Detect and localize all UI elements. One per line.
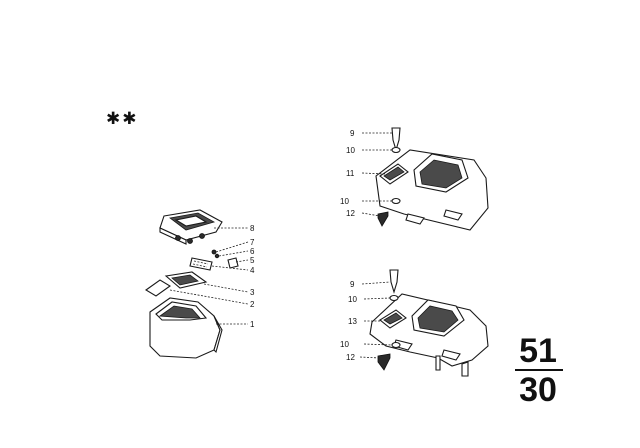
label-13: 13	[348, 317, 357, 326]
label-3: 3	[250, 288, 255, 297]
part-10-washer-b-lower	[391, 341, 401, 349]
label-8: 8	[250, 224, 255, 233]
label-2: 2	[250, 300, 255, 309]
part-12-screw	[377, 211, 389, 227]
part-8-cover	[159, 209, 223, 245]
label-5: 5	[250, 256, 255, 265]
label-1: 1	[250, 320, 255, 329]
star-markers: ✱✱	[106, 109, 139, 129]
label-9: 9	[350, 129, 355, 138]
label-6: 6	[250, 247, 255, 256]
right-bottom-assembly: 9 10 13 10 12	[340, 269, 489, 377]
part-1-housing	[149, 297, 223, 359]
part-7-6-5-fasteners	[211, 249, 239, 269]
part-11-console-cover	[375, 149, 489, 231]
label-7: 7	[250, 238, 255, 247]
label-10-lower: 10	[340, 197, 349, 206]
label-10-b-lower: 10	[340, 340, 349, 349]
label-9-b: 9	[350, 280, 355, 289]
part-9-screw	[391, 127, 401, 152]
part-2-plate	[144, 279, 172, 297]
part-3-strip	[164, 271, 208, 289]
part-10-washer-lower	[391, 197, 401, 205]
left-assembly: 8 7 6 5 4 3 2 1	[144, 209, 255, 359]
group-number-sub: 30	[519, 371, 557, 409]
part-13-console-cover	[369, 293, 489, 377]
label-12-b: 12	[346, 353, 355, 362]
label-11: 11	[346, 169, 355, 178]
part-10-washer	[391, 146, 401, 154]
part-12-screw-b	[377, 353, 391, 371]
part-10-washer-b	[389, 294, 399, 302]
right-top-assembly: 9 10 11 10 12	[340, 127, 489, 231]
label-12: 12	[346, 209, 355, 218]
group-divider	[515, 369, 563, 371]
group-number-main: 51	[519, 332, 557, 370]
label-10-b: 10	[348, 295, 357, 304]
part-4-holder	[189, 257, 213, 271]
part-9-screw-b	[389, 269, 399, 294]
label-10: 10	[346, 146, 355, 155]
label-4: 4	[250, 266, 255, 275]
